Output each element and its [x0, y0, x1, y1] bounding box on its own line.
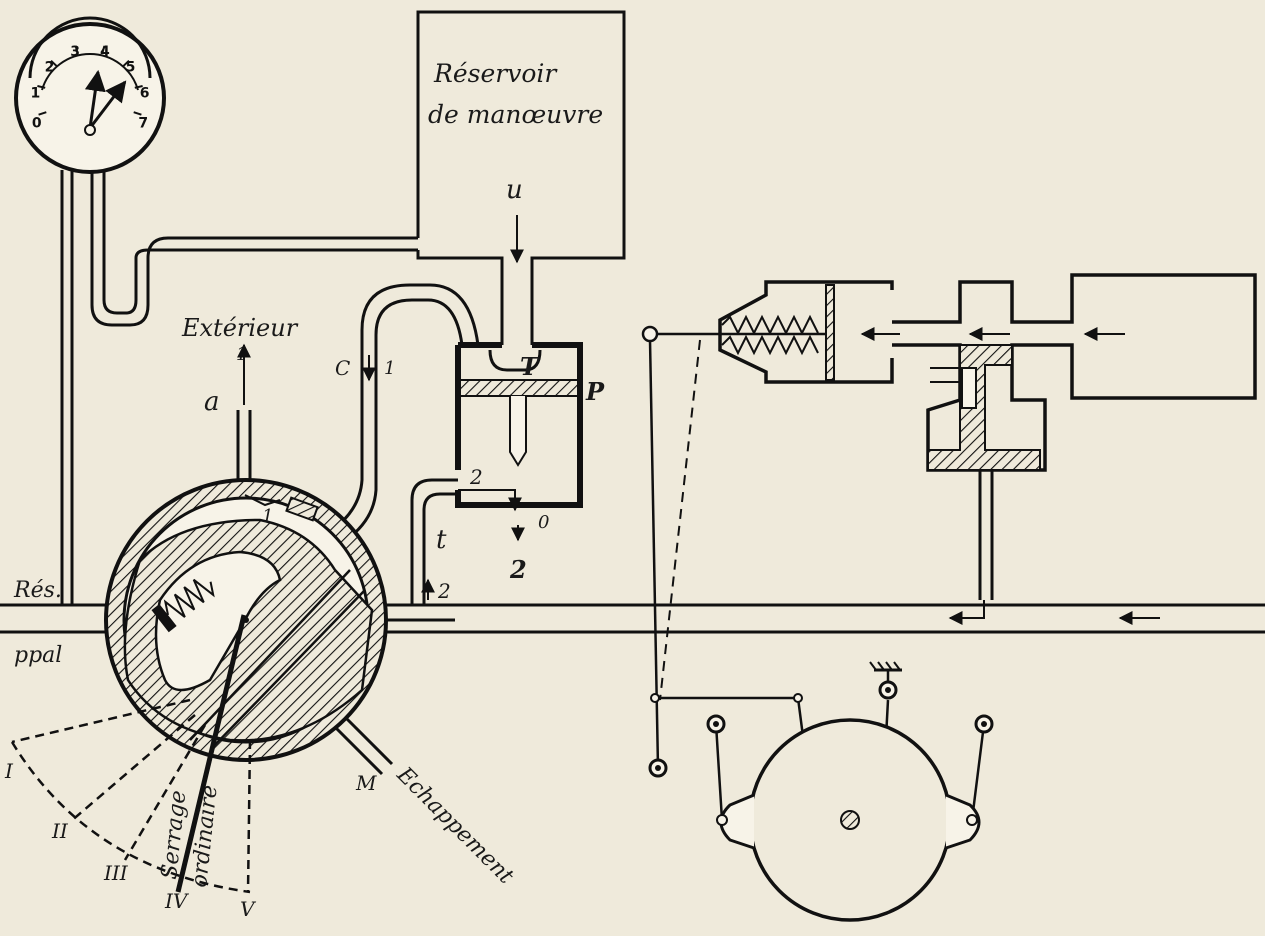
gauge-tick-label: 6: [140, 86, 150, 102]
main-pipes: [0, 603, 1265, 634]
gauge-tick: [74, 45, 79, 54]
label-T: T: [520, 352, 540, 381]
gauge-tick-label: 7: [138, 115, 148, 131]
reservoir-de-manoeuvre: Réservoir de manœuvre u: [416, 10, 626, 345]
label-a: a: [204, 387, 220, 417]
label-2-upper: 2: [469, 465, 483, 489]
label-res: Rés.: [13, 578, 62, 603]
position-II: II: [51, 819, 69, 843]
label-u: u: [506, 175, 523, 205]
brake-handle: [175, 614, 247, 893]
label-ordinaire: ordinaire: [187, 784, 223, 889]
handle-positions: [10, 698, 252, 894]
outlet-exterieur: Extérieur 1 a: [181, 314, 299, 485]
position-IV: IV: [164, 889, 190, 913]
gauge-tick-label: 2: [45, 59, 55, 75]
label-P: P: [585, 377, 605, 406]
wheel: [716, 718, 981, 922]
gauge-tick: [101, 45, 106, 54]
label-1-port: 1: [262, 506, 273, 527]
label-t: t: [436, 525, 447, 555]
label-0: 0: [538, 512, 549, 533]
pipe-t: [410, 478, 458, 605]
triple-valve: T P 2 2 0: [455, 342, 605, 584]
gauge-tick: [133, 111, 142, 116]
label-exterieur: Extérieur: [181, 314, 299, 342]
label-2-lower: 2: [509, 555, 527, 584]
label-echappement: Echappement: [391, 762, 518, 889]
label-ppal: ppal: [14, 643, 62, 668]
gauge-scale: 0 123 456 7: [31, 44, 150, 131]
label-1-ext: 1: [236, 344, 247, 365]
gauge-tick-label: 0: [32, 115, 42, 131]
position-I: I: [4, 759, 14, 783]
gauge-needle-2: [88, 80, 127, 129]
gauge-tick-label: 4: [100, 44, 110, 60]
label-M: M: [355, 771, 377, 795]
position-V: V: [240, 897, 257, 921]
label-2-arrow: 2: [437, 579, 451, 603]
gauge-tick-label: 5: [126, 59, 136, 75]
gauge-tick-label: 1: [31, 86, 41, 102]
reservoir-label-1: Réservoir: [433, 59, 558, 88]
gauge-tick-label: 3: [70, 44, 80, 60]
label-C: C: [335, 356, 350, 380]
gauge-tick: [122, 59, 130, 67]
pipe-C: [331, 283, 480, 542]
driver-brake-valve: 1: [104, 478, 394, 776]
gauge-tick: [50, 59, 58, 67]
position-III: III: [103, 861, 129, 885]
pressure-gauge: 0 123 456 7: [14, 16, 166, 174]
label-1-C: 1: [384, 358, 395, 379]
gauge-pipes: [60, 170, 418, 605]
gauge-tick: [37, 85, 46, 89]
gauge-needle: [84, 69, 106, 129]
reservoir-label-2: de manœuvre: [428, 100, 603, 129]
brake-cylinder: [641, 280, 900, 384]
gauge-tick: [134, 85, 143, 89]
gauge-tick: [38, 111, 47, 116]
relay-valve: [892, 273, 1257, 600]
